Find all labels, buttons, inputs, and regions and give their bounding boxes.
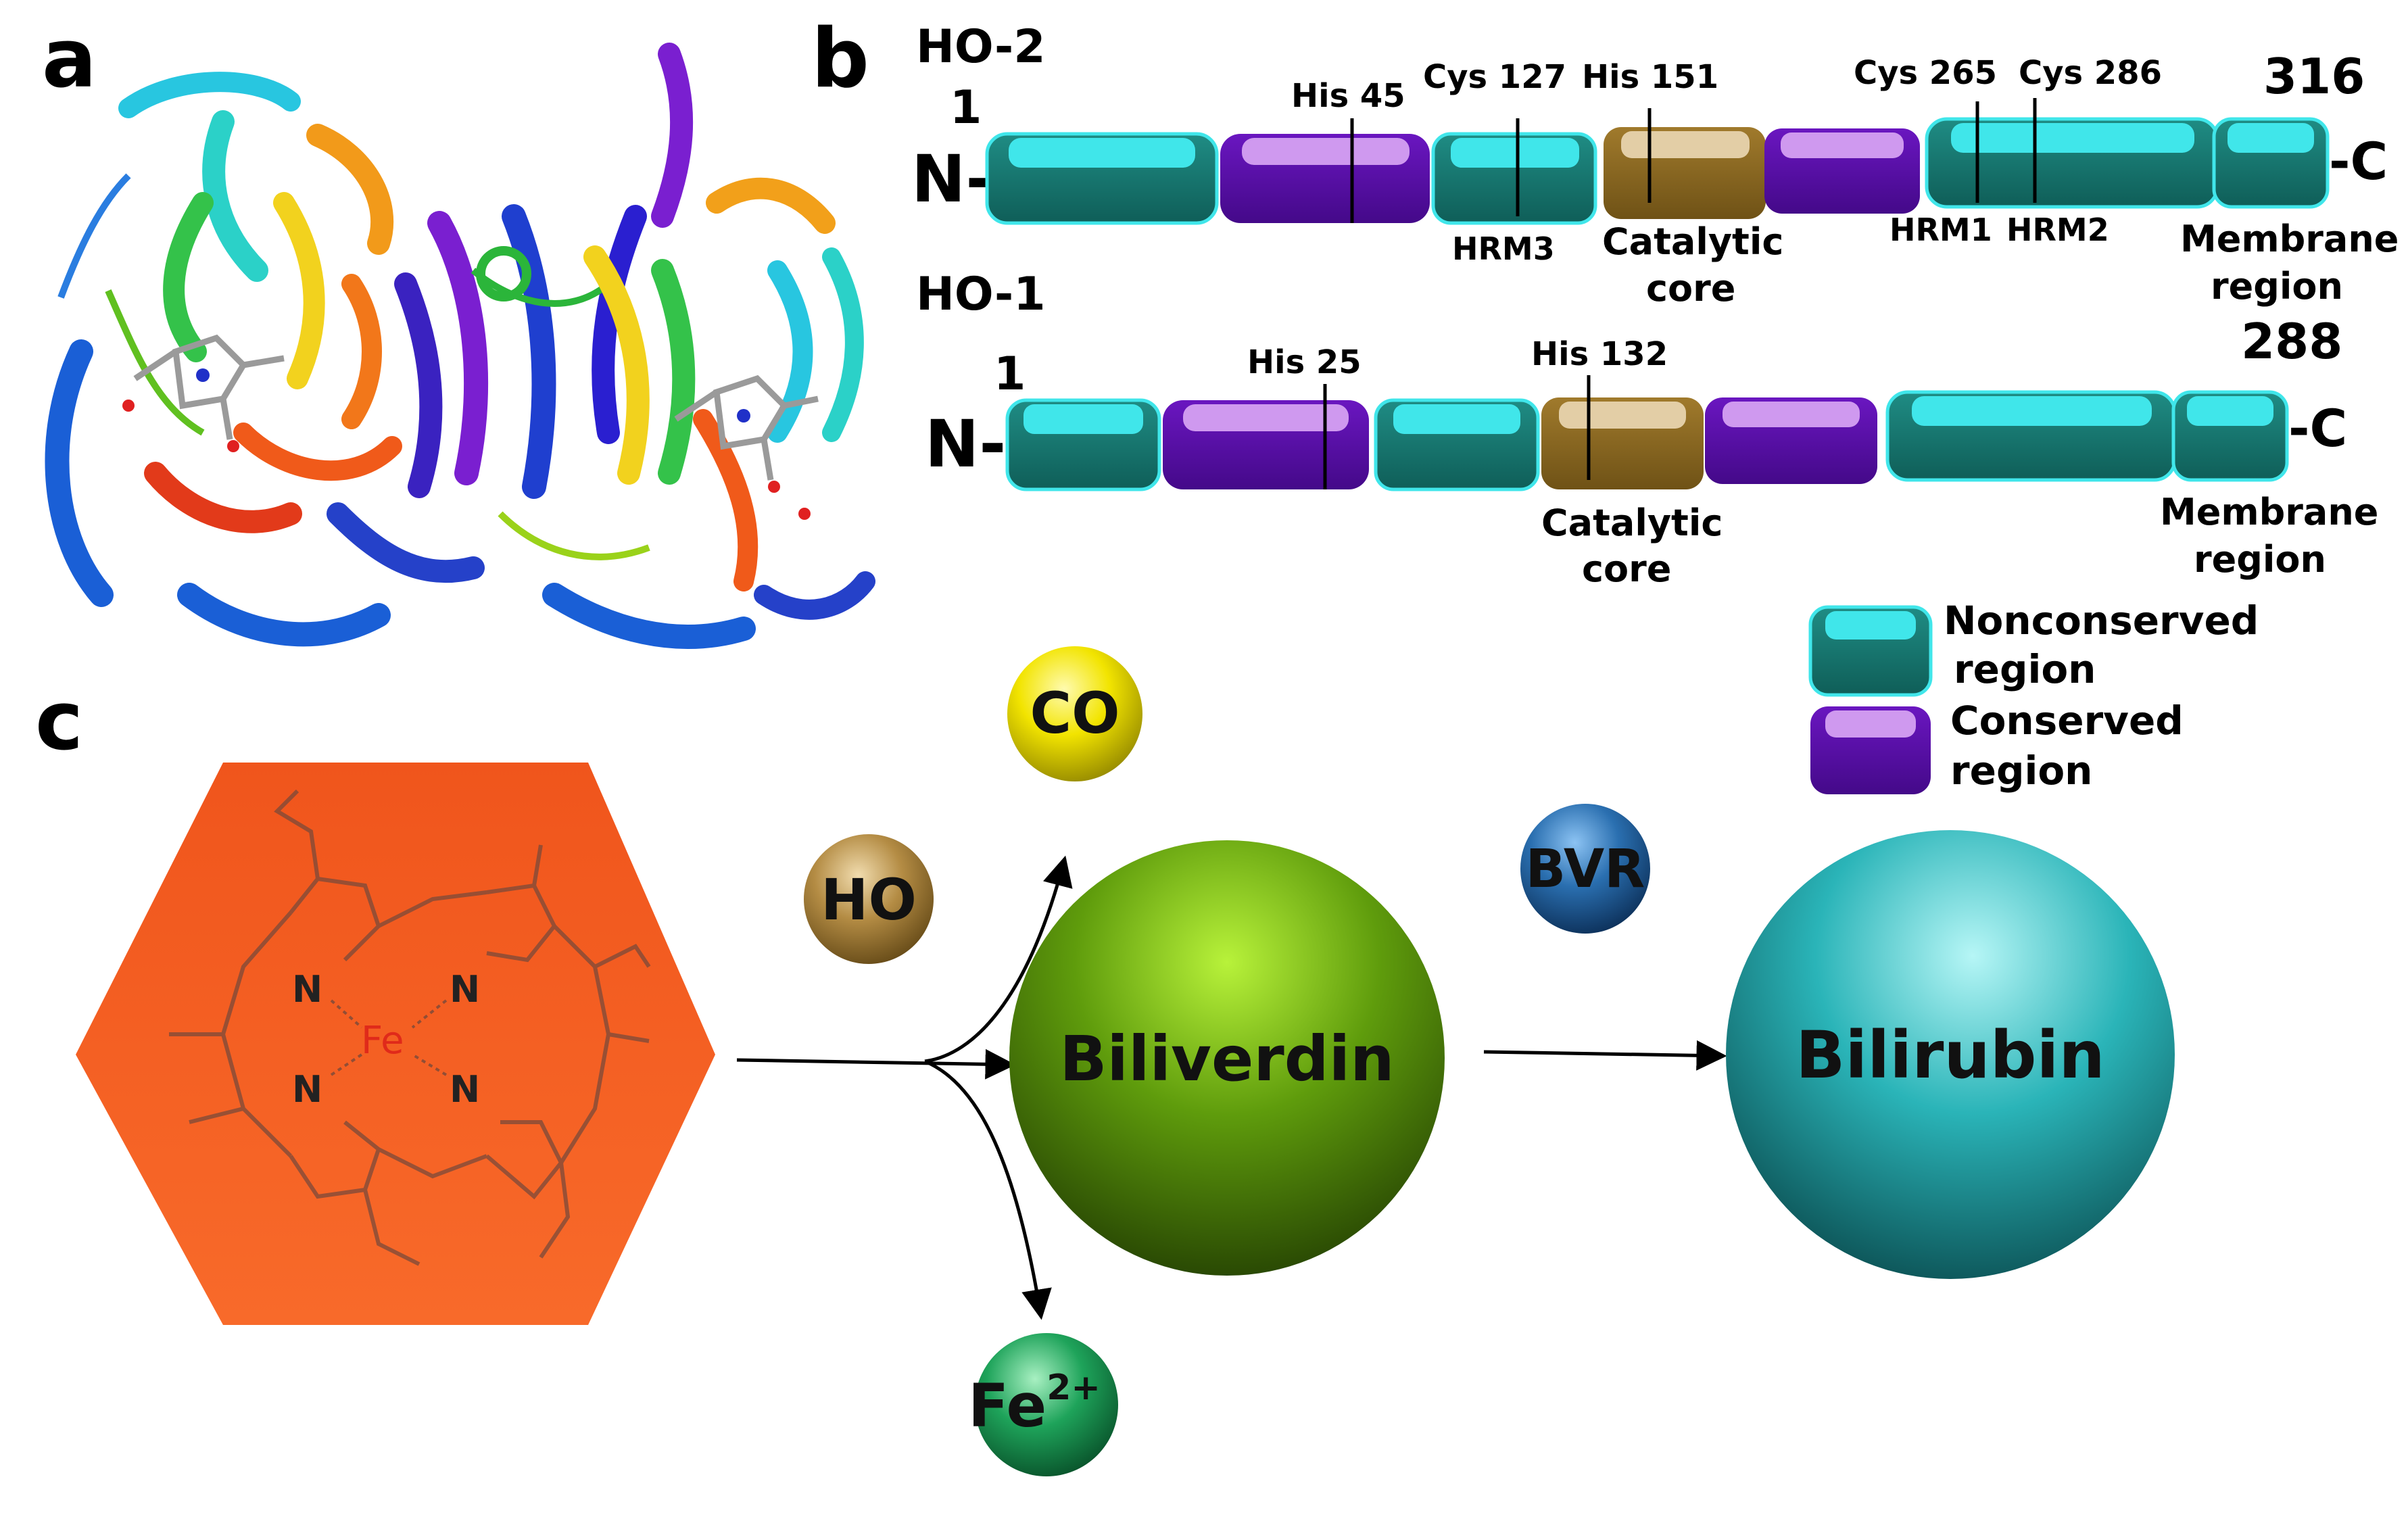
ho2-site-cys286: Cys 286 xyxy=(2019,54,2162,92)
ho2-name: HO-2 xyxy=(916,20,1046,74)
ho2-segment-2 xyxy=(1220,134,1430,223)
ho2-label-membrane: Membrane xyxy=(2180,218,2399,260)
panel-letter-a: a xyxy=(42,12,97,106)
panel-letter-b: b xyxy=(811,12,869,106)
ho1-segment-3 xyxy=(1374,398,1540,491)
ho1-label-region: region xyxy=(2194,538,2326,581)
ho1-segment-1 xyxy=(1005,398,1161,491)
ho2-label-catalytic: Catalytic xyxy=(1602,220,1783,263)
biliverdin-sphere: Biliverdin xyxy=(1009,840,1445,1276)
bvr-label: BVR xyxy=(1526,839,1645,900)
ho2-segment-1 xyxy=(985,132,1219,225)
ho1-label-membrane: Membrane xyxy=(2160,491,2378,533)
porphyrin-n-bottomleft: N xyxy=(292,1068,322,1111)
legend-nonconserved-line2: region xyxy=(1954,646,2096,692)
protein-structure-illustration xyxy=(45,43,875,649)
porphyrin-fe: Fe xyxy=(361,1019,404,1063)
porphyrin-structure xyxy=(169,789,651,1266)
ho-enzyme-sphere: HO xyxy=(804,834,934,964)
domain-legend: Nonconserved region Conserved region xyxy=(1808,598,2259,794)
arrow-heme-to-biliverdin xyxy=(736,1048,1016,1080)
legend-nonconserved-line1: Nonconserved xyxy=(1944,598,2259,644)
arrow-biliverdin-to-bilirubin xyxy=(1483,1040,1727,1071)
pathway-arrows xyxy=(736,855,1727,1320)
arrow-to-co xyxy=(924,855,1073,1063)
ho1-segment-5 xyxy=(1705,397,1877,484)
legend-swatch-conserved xyxy=(1810,706,1931,794)
ho1-n-terminus: N- xyxy=(925,406,1006,482)
ho2-label-hrm3: HRM3 xyxy=(1452,231,1555,267)
legend-conserved-line1: Conserved xyxy=(1950,698,2184,744)
ho1-end: 288 xyxy=(2241,313,2342,370)
co-label: CO xyxy=(1030,680,1119,746)
porphyrin-n-topleft: N xyxy=(292,968,322,1011)
ho2-segment-membrane xyxy=(2212,117,2330,209)
ho2-label-core: core xyxy=(1646,267,1735,310)
ho2-label-hrm2: HRM2 xyxy=(2006,212,2109,248)
ho2-segment-6 xyxy=(1925,117,2219,209)
ho2-label-hrm1: HRM1 xyxy=(1889,212,1992,248)
ho1-c-terminus: -C xyxy=(2288,398,2347,458)
ho1-site-his25: His 25 xyxy=(1247,343,1362,381)
ho1-label-catalytic: Catalytic xyxy=(1541,502,1723,544)
legend-conserved-line2: region xyxy=(1950,748,2092,794)
porphyrin-n-bottomright: N xyxy=(450,1068,480,1111)
ho2-start: 1 xyxy=(950,81,982,135)
arrow-to-fe2 xyxy=(924,1059,1052,1320)
ho1-label-core: core xyxy=(1582,548,1671,590)
ho2-site-his45: His 45 xyxy=(1291,77,1405,115)
bilirubin-sphere: Bilirubin xyxy=(1726,830,2175,1279)
ho2-segment-5 xyxy=(1764,128,1920,214)
ho1-segment-membrane xyxy=(2171,390,2289,482)
ho-label: HO xyxy=(821,867,917,933)
ho2-segment-3 xyxy=(1431,132,1597,225)
ho2-site-cys127: Cys 127 xyxy=(1423,58,1566,96)
bvr-enzyme-sphere: BVR xyxy=(1520,804,1650,934)
ho1-domain-map: HO-1 1 288 N- -C His 25 His 132 Catalyti… xyxy=(916,268,2378,590)
ho2-label-region: region xyxy=(2211,265,2343,308)
porphyrin-n-topright: N xyxy=(450,968,480,1011)
ho2-n-terminus: N- xyxy=(911,141,992,217)
ho2-end: 316 xyxy=(2263,48,2365,105)
ho2-segment-catalytic xyxy=(1604,127,1766,219)
ho1-name: HO-1 xyxy=(916,268,1046,321)
ho1-start: 1 xyxy=(994,347,1026,401)
ho2-site-cys265: Cys 265 xyxy=(1854,54,1997,92)
bilirubin-label: Bilirubin xyxy=(1796,1017,2105,1093)
biliverdin-label: Biliverdin xyxy=(1059,1023,1394,1095)
fe2-base: Fe xyxy=(968,1371,1046,1441)
panel-letter-c: c xyxy=(35,675,83,769)
fe2-label: Fe2+ xyxy=(968,1368,1101,1441)
fe2-sphere: Fe2+ xyxy=(968,1333,1118,1476)
ho2-c-terminus: -C xyxy=(2329,131,2388,191)
ho2-domain-map: HO-2 1 316 N- -C His 45 Cys 127 His 151 … xyxy=(911,20,2399,310)
ho1-segment-2 xyxy=(1163,400,1369,489)
fe2-charge: 2+ xyxy=(1046,1368,1101,1408)
legend-swatch-nonconserved xyxy=(1808,605,1933,697)
ho1-segment-catalytic xyxy=(1541,397,1704,489)
ho1-site-his132: His 132 xyxy=(1531,335,1668,373)
co-sphere: CO xyxy=(1007,646,1142,781)
heme-hexagon: N N N N Fe xyxy=(76,763,715,1325)
ho1-segment-6 xyxy=(1885,390,2177,482)
ho2-site-his151: His 151 xyxy=(1582,58,1718,96)
